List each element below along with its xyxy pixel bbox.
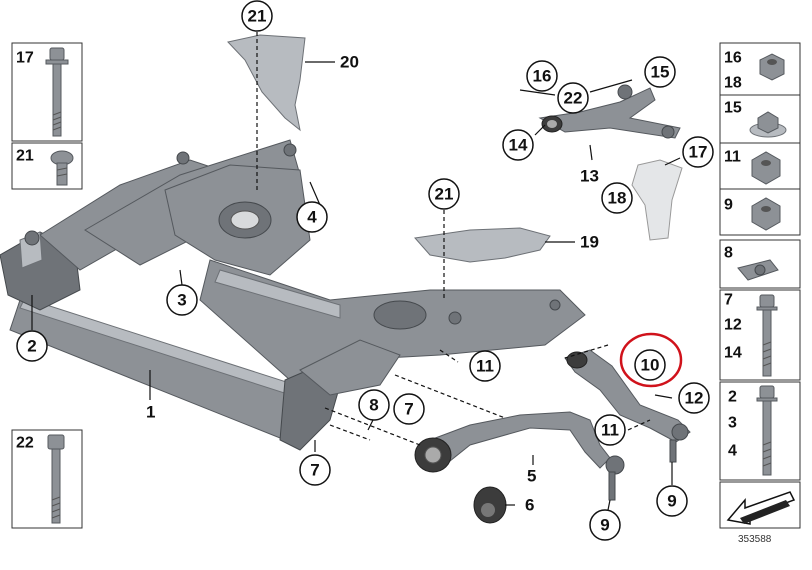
right-panel-8[interactable]: 8 xyxy=(719,239,801,289)
callout-3[interactable]: 3 xyxy=(166,284,198,316)
svg-text:14: 14 xyxy=(724,345,742,362)
svg-text:2: 2 xyxy=(27,337,36,356)
svg-text:12: 12 xyxy=(724,317,742,334)
long-bolt-icon xyxy=(756,294,778,377)
upper-control-arm xyxy=(538,84,681,139)
left-panel-17[interactable]: 17 xyxy=(11,42,83,142)
rubber-mount xyxy=(473,486,507,524)
callout-4[interactable]: 4 xyxy=(296,201,328,233)
svg-text:14: 14 xyxy=(509,136,528,155)
left-panel-22[interactable]: 22 xyxy=(11,429,83,529)
svg-text:4: 4 xyxy=(307,208,317,227)
callout-19[interactable]: 19 xyxy=(580,233,599,252)
svg-text:18: 18 xyxy=(608,189,627,208)
svg-text:18: 18 xyxy=(724,75,742,92)
svg-text:16: 16 xyxy=(724,50,742,67)
callout-21-top[interactable]: 21 xyxy=(241,0,273,32)
right-panel-7-12-14[interactable]: 7 12 14 xyxy=(719,289,801,381)
leader-lines xyxy=(31,32,681,511)
left-panel-21[interactable]: 21 xyxy=(11,142,83,190)
clip-nut-icon xyxy=(737,259,779,281)
svg-text:11: 11 xyxy=(601,421,619,440)
highlight-ring xyxy=(619,332,683,388)
svg-text:16: 16 xyxy=(533,67,552,86)
hex-bolt-icon xyxy=(47,434,65,524)
svg-text:7: 7 xyxy=(310,461,319,480)
callout-13[interactable]: 13 xyxy=(580,167,599,186)
callout-10[interactable]: 10 xyxy=(634,349,666,381)
callout-16[interactable]: 16 xyxy=(526,60,558,92)
right-panel-arrow[interactable] xyxy=(719,481,801,529)
svg-text:11: 11 xyxy=(724,149,741,166)
callout-2[interactable]: 2 xyxy=(16,330,48,362)
svg-text:15: 15 xyxy=(724,100,742,117)
flange-bolt-icon xyxy=(45,47,69,137)
callout-9-b[interactable]: 9 xyxy=(656,485,688,517)
svg-text:9: 9 xyxy=(600,516,609,535)
nut-icon xyxy=(751,197,781,231)
direction-arrow-icon xyxy=(726,491,796,525)
callout-17-arm[interactable]: 17 xyxy=(682,136,714,168)
callout-7-b[interactable]: 7 xyxy=(299,454,331,486)
right-panel-2-3-4[interactable]: 2 3 4 xyxy=(719,381,801,481)
svg-text:15: 15 xyxy=(651,63,670,82)
screw-icon xyxy=(50,150,74,186)
right-panel-16-18[interactable]: 16 18 xyxy=(719,42,801,96)
callout-7-a[interactable]: 7 xyxy=(393,393,425,425)
long-bolt-icon xyxy=(756,385,778,476)
svg-text:7: 7 xyxy=(404,400,413,419)
right-panel-15[interactable]: 15 xyxy=(719,94,801,144)
svg-text:9: 9 xyxy=(667,492,676,511)
svg-text:21: 21 xyxy=(16,148,34,165)
tension-strut xyxy=(564,349,691,463)
svg-text:22: 22 xyxy=(564,89,583,108)
catalog-number: 353588 xyxy=(738,534,772,545)
svg-text:12: 12 xyxy=(685,389,704,408)
callout-20[interactable]: 20 xyxy=(340,53,359,72)
heat-shield-middle xyxy=(414,227,551,263)
svg-text:3: 3 xyxy=(177,291,186,310)
callout-11-b[interactable]: 11 xyxy=(594,414,626,446)
callout-15[interactable]: 15 xyxy=(644,56,676,88)
heat-shield-upper xyxy=(227,34,306,132)
ball-joint-boot-shield xyxy=(631,159,683,241)
right-panel-11[interactable]: 11 xyxy=(719,142,801,190)
callout-6[interactable]: 6 xyxy=(525,496,534,515)
callout-21-mid[interactable]: 21 xyxy=(428,178,460,210)
right-panel-9[interactable]: 9 xyxy=(719,188,801,236)
svg-text:8: 8 xyxy=(724,245,733,262)
svg-text:21: 21 xyxy=(435,185,454,204)
callout-14[interactable]: 14 xyxy=(502,129,534,161)
callout-9-a[interactable]: 9 xyxy=(589,509,621,541)
svg-text:4: 4 xyxy=(728,443,737,460)
svg-text:9: 9 xyxy=(724,197,733,214)
callout-18-arm[interactable]: 18 xyxy=(601,182,633,214)
lower-wishbone xyxy=(414,411,625,501)
svg-text:17: 17 xyxy=(16,50,34,67)
svg-text:8: 8 xyxy=(369,396,378,415)
svg-text:2: 2 xyxy=(728,389,737,406)
callout-11-a[interactable]: 11 xyxy=(469,350,501,382)
svg-text:10: 10 xyxy=(641,356,660,375)
callout-5[interactable]: 5 xyxy=(527,467,536,486)
front-subframe xyxy=(0,139,586,451)
callout-12[interactable]: 12 xyxy=(678,382,710,414)
svg-text:7: 7 xyxy=(724,292,733,309)
callout-22-arm[interactable]: 22 xyxy=(557,82,589,114)
svg-text:17: 17 xyxy=(689,143,708,162)
nut-icon xyxy=(751,151,781,185)
svg-text:21: 21 xyxy=(248,7,267,26)
washer-nut-icon xyxy=(749,111,787,138)
svg-text:3: 3 xyxy=(728,415,737,432)
svg-text:22: 22 xyxy=(16,435,34,452)
callout-8[interactable]: 8 xyxy=(358,389,390,421)
svg-text:11: 11 xyxy=(476,357,494,376)
callout-1[interactable]: 1 xyxy=(146,403,155,422)
nut-icon xyxy=(759,53,785,81)
